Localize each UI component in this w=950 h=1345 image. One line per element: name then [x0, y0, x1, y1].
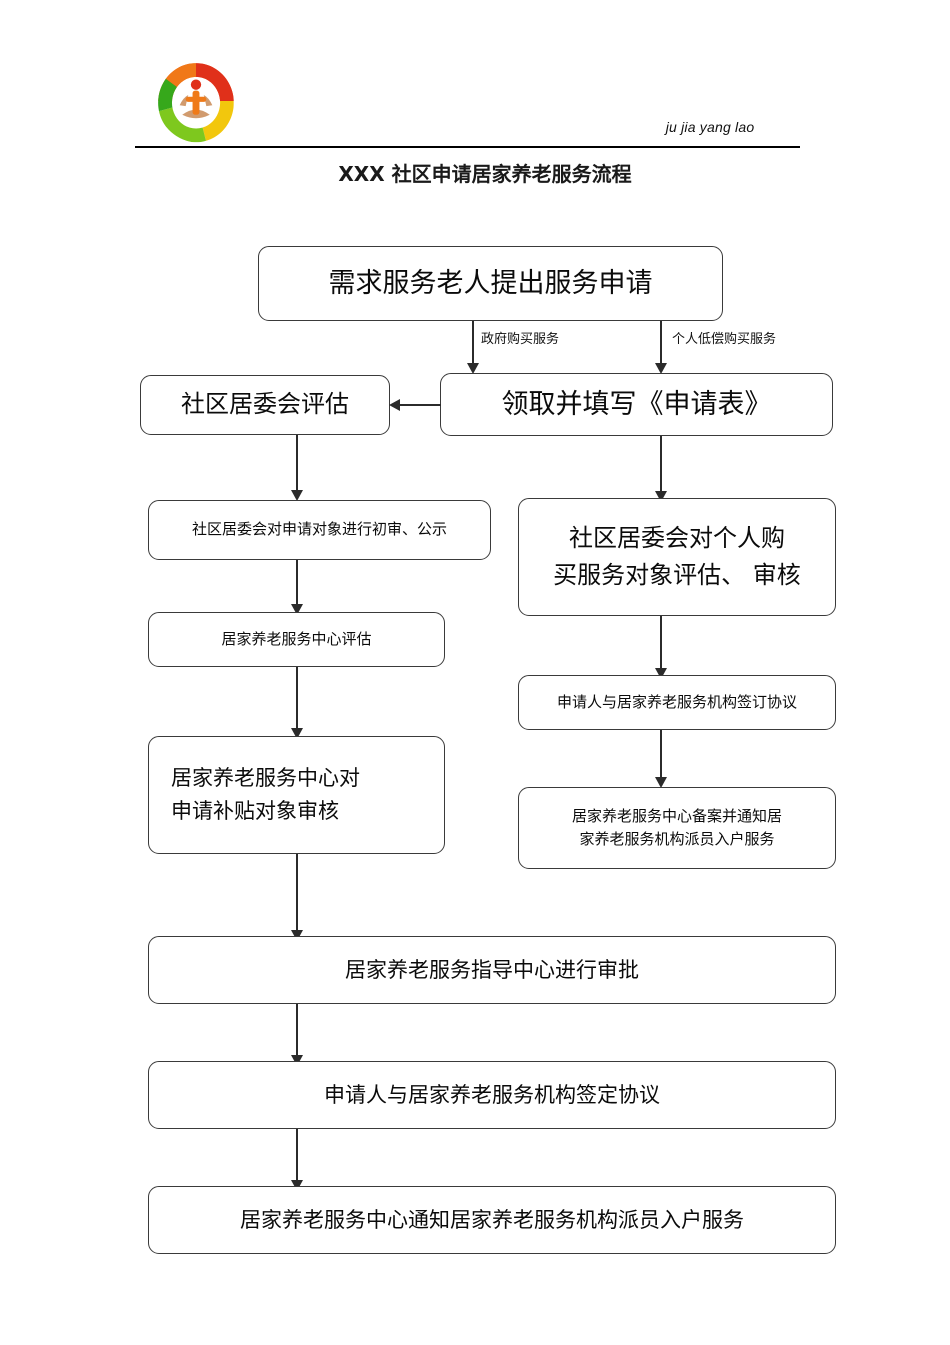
edge-review-to-center-assessment-arrow [291, 604, 303, 615]
edge-label-gov: 政府购买服务 [481, 332, 560, 347]
edge-committee-to-review-line [296, 435, 298, 495]
edge-personal-review-to-agreement-arrow [655, 668, 667, 679]
flow-node-home-care-center-assessment[interactable]: 居家养老服务中心评估 [148, 612, 445, 667]
node-line: 社区居委会评估 [181, 390, 349, 419]
edge-sign-to-dispatch-line [296, 1129, 298, 1187]
flow-node-center-subsidy-review[interactable]: 居家养老服务中心对 申请补贴对象审核 [148, 736, 445, 854]
node-line: 居家养老服务指导中心进行审批 [345, 957, 639, 982]
circular-emblem-icon [153, 58, 239, 144]
node-line: 家养老服务机构派员入户服务 [579, 830, 775, 848]
edge-form-to-committee-arrow [389, 399, 400, 411]
node-line: 居家养老服务中心备案并通知居 [571, 806, 782, 825]
edge-agreement-to-record-line [660, 730, 662, 782]
node-line: 领取并填写《申请表》 [501, 388, 772, 420]
edge-form-to-committee-line [395, 404, 441, 406]
flow-node-preliminary-review-publicity[interactable]: 社区居委会对申请对象进行初审、公示 [148, 500, 491, 560]
edge-committee-to-review-arrow [291, 490, 303, 501]
edge-gov-arrow [467, 363, 479, 374]
edge-review-to-center-assessment-line [296, 560, 298, 610]
edge-center-assessment-to-subsidy-arrow [291, 728, 303, 739]
flow-node-applicant-signs-agreement-right[interactable]: 申请人与居家养老服务机构签订协议 [518, 675, 836, 730]
flow-node-applicant-signs-agreement-bottom[interactable]: 申请人与居家养老服务机构签定协议 [148, 1061, 836, 1129]
flow-node-guidance-center-approval[interactable]: 居家养老服务指导中心进行审批 [148, 936, 836, 1004]
edge-center-assessment-to-subsidy-line [296, 667, 298, 734]
edge-subsidy-to-approval-arrow [291, 930, 303, 941]
edge-approval-to-sign-line [296, 1004, 298, 1062]
edge-label-personal: 个人低偿购买服务 [672, 332, 777, 347]
edge-approval-to-sign-arrow [291, 1055, 303, 1066]
node-line: 社区居委会对申请对象进行初审、公示 [191, 520, 447, 539]
page-title: XXX 社区申请居家养老服务流程 [338, 162, 632, 186]
flow-node-request-application[interactable]: 需求服务老人提出服务申请 [258, 246, 723, 321]
edge-sign-to-dispatch-arrow [291, 1180, 303, 1191]
edge-gov-line [472, 321, 474, 368]
edge-subsidy-to-approval-line [296, 854, 298, 936]
flow-node-collect-fill-application-form[interactable]: 领取并填写《申请表》 [440, 373, 833, 436]
header-divider [135, 146, 800, 148]
edge-form-to-personal-review-line [660, 436, 662, 496]
flow-node-personal-purchase-assessment[interactable]: 社区居委会对个人购 买服务对象评估、 审核 [518, 498, 836, 616]
node-line: 居家养老服务中心对 [171, 766, 360, 791]
flow-node-center-record-and-notify[interactable]: 居家养老服务中心备案并通知居 家养老服务机构派员入户服务 [518, 787, 836, 869]
node-line: 社区居委会对个人购 [569, 523, 785, 552]
node-line: 居家养老服务中心通知居家养老服务机构派员入户服务 [240, 1207, 744, 1232]
edge-personal-arrow [655, 363, 667, 374]
edge-form-to-personal-review-arrow [655, 491, 667, 502]
node-line: 需求服务老人提出服务申请 [328, 267, 653, 299]
node-line: 居家养老服务中心评估 [221, 629, 372, 648]
header-pinyin-label: ju jia yang lao [665, 119, 755, 135]
node-line: 申请人与居家养老服务机构签定协议 [324, 1082, 660, 1107]
edge-agreement-to-record-arrow [655, 777, 667, 788]
edge-personal-review-to-agreement-line [660, 616, 662, 673]
flow-node-center-notifies-dispatch[interactable]: 居家养老服务中心通知居家养老服务机构派员入户服务 [148, 1186, 836, 1254]
edge-personal-line [660, 321, 662, 368]
flow-node-community-committee-assessment[interactable]: 社区居委会评估 [140, 375, 390, 435]
node-line: 申请补贴对象审核 [171, 799, 339, 823]
node-line: 买服务对象评估、 审核 [553, 561, 801, 589]
node-line: 申请人与居家养老服务机构签订协议 [556, 692, 797, 711]
